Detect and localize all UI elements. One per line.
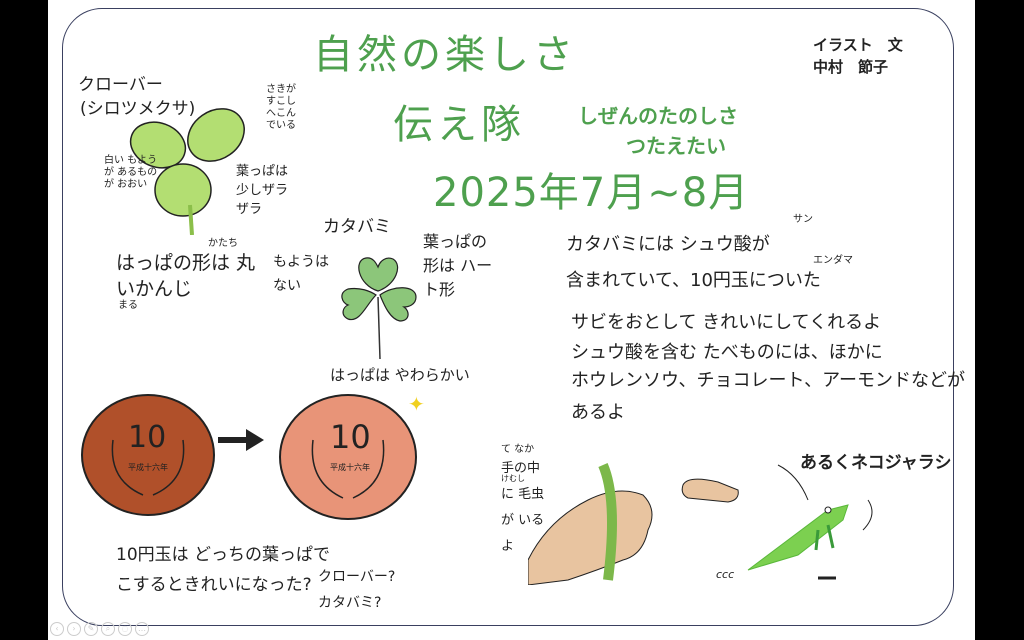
sparkle-icon: ✦ (408, 392, 425, 416)
clover-round-ruby: まる (118, 300, 138, 311)
zoom-button[interactable]: ⌕ (101, 622, 115, 636)
katabami-name: カタバミ (323, 217, 391, 237)
arrow-icon (218, 429, 264, 451)
finger-and-caterpillar (681, 464, 873, 580)
foxtail-ruby-te: て なか (501, 444, 535, 455)
clean-coin-value: 10 (330, 418, 371, 456)
explanation-ruby-san: サン (793, 214, 813, 225)
clean-coin-era: 平成十六年 (330, 463, 370, 472)
rusty-coin-era: 平成十六年 (128, 463, 168, 472)
prev-slide-button[interactable]: ‹ (50, 622, 64, 636)
foxtail-sound: ccc (716, 568, 735, 581)
quiz-line2: こするときれいになった? (116, 575, 312, 595)
next-slide-button[interactable]: › (67, 622, 81, 636)
quiz-line1: 10円玉は どっちの葉っぱで (116, 545, 331, 565)
rusty-coin (81, 394, 215, 516)
foxtail-title: あるくネコジャラシ (800, 453, 952, 473)
clover-illustration (129, 108, 245, 235)
explanation-line5: ホウレンソウ、チョコレート、アーモンドなどが (571, 370, 966, 391)
explanation-ruby-endama: エンダマ (813, 255, 853, 266)
explanation-line1: カタバミには シュウ酸が (566, 234, 770, 255)
clover-alt-name: (シロツメクサ) (80, 99, 196, 119)
quiz-option-clover: クローバー? (318, 569, 396, 585)
foxtail-ruby-kemushi: けむし (501, 474, 525, 483)
slideshow-controls: ‹ › ✎ ⌕ ◌ … (50, 622, 149, 636)
explanation-line3: サビをおとして きれいにしてくれるよ (571, 312, 882, 333)
katabami-shape-note: 葉っぱの 形は ハート形 (423, 232, 493, 299)
explanation-line4: シュウ酸を含む たべものには、ほかに (571, 342, 883, 363)
clover-note-tip: さきが すこし へこんでいる (266, 84, 296, 131)
credits-author: 中村 節子 (813, 58, 889, 76)
clean-coin (279, 394, 417, 520)
hand-with-foxtail (528, 463, 653, 585)
rusty-coin-value: 10 (128, 420, 167, 455)
katabami-no-pattern: もようは ない (273, 254, 329, 294)
clover-name: クローバー (78, 75, 163, 95)
clover-shape-note: はっぱの形は 丸いかんじ (116, 252, 256, 300)
title-period: 2025年7月~8月 (433, 170, 750, 216)
clover-note-pattern: 白い もようが あるものが おおい (104, 155, 158, 190)
foxtail-note: 手の中に 毛虫が いるよ (501, 461, 545, 554)
credits-line1: イラスト 文 (813, 36, 903, 54)
katabami-illustration (341, 257, 417, 360)
pen-tool-button[interactable]: ✎ (84, 622, 98, 636)
clover-note-texture: 葉っぱは 少しザラザラ (236, 164, 289, 217)
slide-frame (62, 8, 954, 626)
clover-shape-ruby: かたち (208, 238, 238, 249)
title-reading2: つたえたい (626, 134, 726, 158)
quiz-option-katabami: カタバミ? (318, 595, 382, 611)
slide: 自然の楽しさ 伝え隊 しぜんのたのしさ つたえたい 2025年7月~8月 イラス… (48, 0, 975, 640)
title-line2: 伝え隊 (393, 102, 525, 148)
explanation-line6: あるよ (571, 402, 625, 423)
more-button[interactable]: … (135, 622, 149, 636)
options-button[interactable]: ◌ (118, 622, 132, 636)
katabami-soft-note: はっぱは やわらかい (330, 366, 470, 384)
title-reading1: しぜんのたのしさ (578, 104, 738, 128)
title-line1: 自然の楽しさ (313, 32, 577, 78)
explanation-line2: 含まれていて、10円玉についた (566, 270, 821, 291)
